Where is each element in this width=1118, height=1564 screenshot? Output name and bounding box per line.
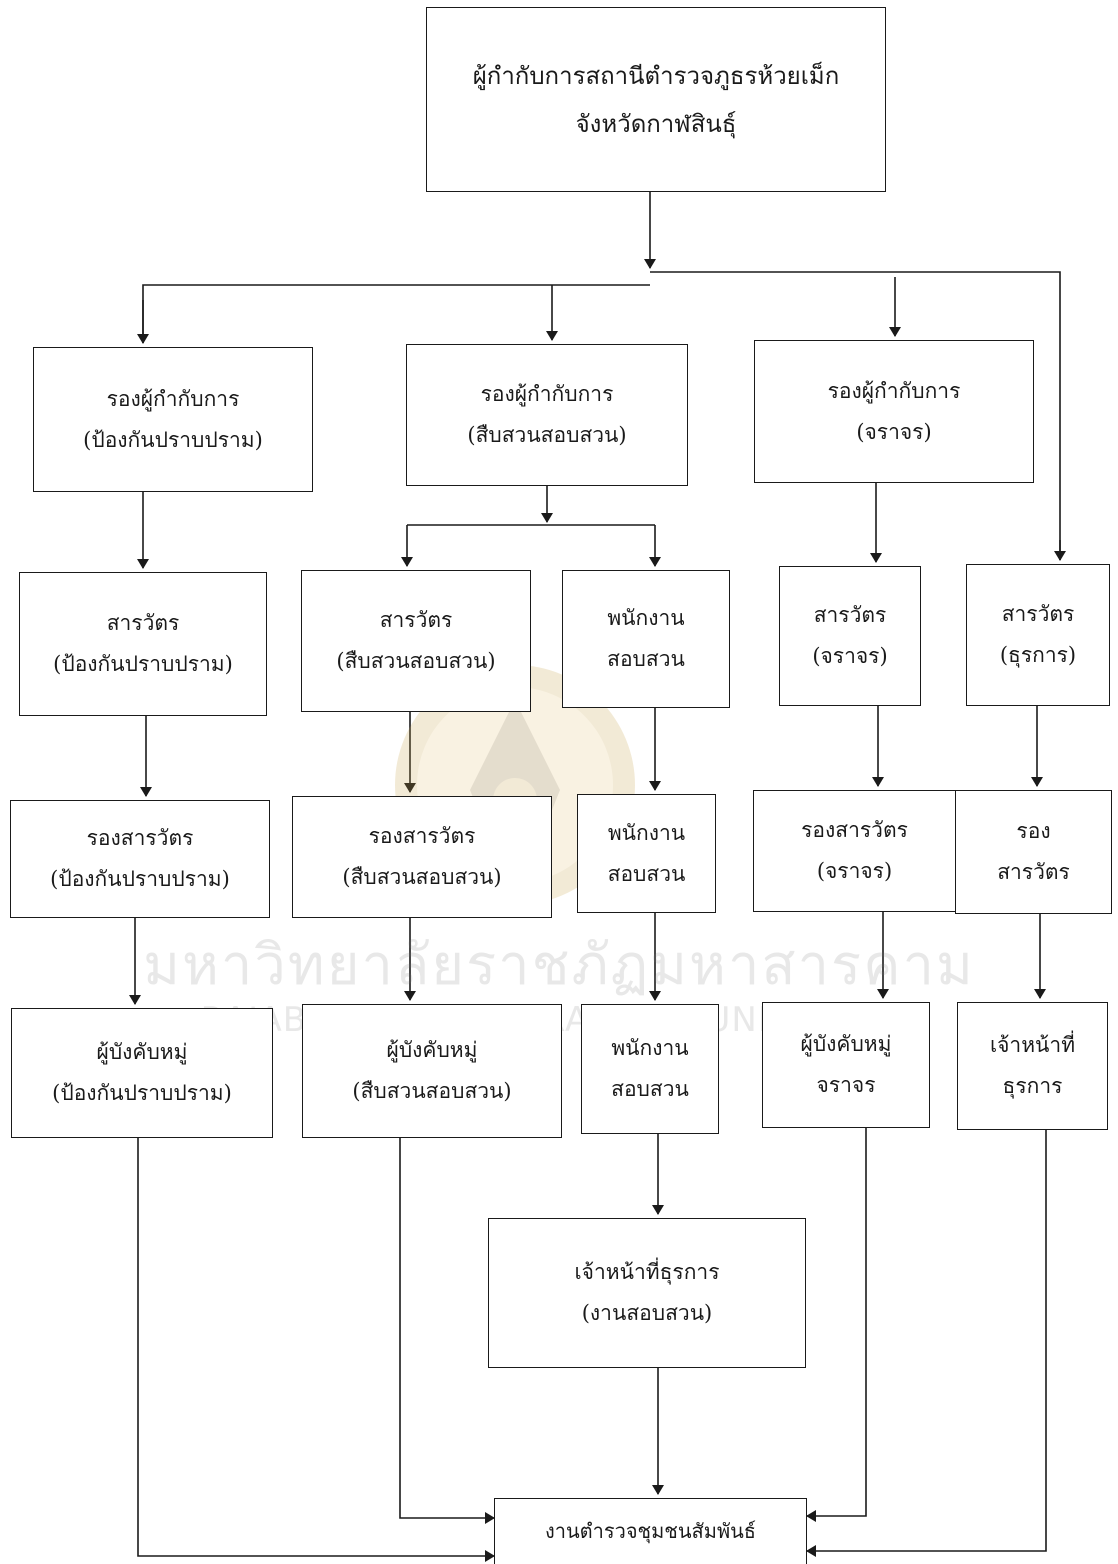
node-line: (จราจร) xyxy=(812,644,888,668)
node-deputy-inspector-traffic: รองสารวัตร (จราจร) xyxy=(753,790,956,912)
node-line: จราจร xyxy=(816,1073,876,1097)
node-admin-officer: เจ้าหน้าที่ ธุรการ xyxy=(957,1002,1108,1130)
node-squad-leader-traffic: ผู้บังคับหมู่ จราจร xyxy=(762,1002,930,1128)
node-line: (สืบสวนสอบสวน) xyxy=(342,865,502,889)
node-line: รองสารวัตร xyxy=(801,818,908,843)
node-line: รองผู้กำกับการ xyxy=(106,386,240,411)
node-squad-leader-prevention: ผู้บังคับหมู่ (ป้องกันปราบปราม) xyxy=(11,1008,273,1138)
node-line: สารวัตร xyxy=(813,603,887,628)
arrow-sq-inv-community xyxy=(399,1138,495,1524)
node-inquiry-officer-3: พนักงาน สอบสวน xyxy=(581,1004,719,1134)
node-deputy-inspector-admin: รอง สารวัตร xyxy=(955,790,1112,914)
node-line: ธุรการ xyxy=(1002,1074,1063,1098)
node-line: ผู้กำกับการสถานีตำรวจภูธรห้วยเม็ก xyxy=(472,61,840,90)
node-line: สอบสวน xyxy=(611,1077,689,1101)
node-deputy-prevention: รองผู้กำกับการ (ป้องกันปราบปราม) xyxy=(33,347,313,492)
node-line: (จราจร) xyxy=(816,859,893,883)
node-line: รอง xyxy=(1016,819,1051,844)
node-inspector-investigation: สารวัตร (สืบสวนสอบสวน) xyxy=(301,570,531,712)
node-line: (ป้องกันปราบปราม) xyxy=(50,867,230,891)
node-deputy-inspector-investigation: รองสารวัตร (สืบสวนสอบสวน) xyxy=(292,796,552,918)
node-line: (งานสอบสวน) xyxy=(581,1301,713,1325)
node-deputy-investigation: รองผู้กำกับการ (สืบสวนสอบสวน) xyxy=(406,344,688,486)
node-line: (สืบสวนสอบสวน) xyxy=(467,423,627,447)
node-line: จังหวัดกาฬสินธุ์ xyxy=(575,109,737,138)
node-inspector-prevention: สารวัตร (ป้องกันปราบปราม) xyxy=(19,572,267,716)
node-line: งานตำรวจชุมชนสัมพันธ์ xyxy=(544,1519,757,1543)
node-line: รองผู้กำกับการ xyxy=(827,378,961,403)
node-line: สารวัตร xyxy=(1001,602,1075,627)
node-line: รองผู้กำกับการ xyxy=(480,382,614,407)
bus-line xyxy=(142,284,650,343)
node-deputy-inspector-prevention: รองสารวัตร (ป้องกันปราบปราม) xyxy=(10,800,270,918)
arrow-sq-prev-community xyxy=(137,1138,495,1562)
node-line: (สืบสวนสอบสวน) xyxy=(352,1079,512,1103)
node-line: (ป้องกันปราบปราม) xyxy=(83,427,263,452)
node-inspector-traffic: สารวัตร (จราจร) xyxy=(779,566,921,706)
node-admin-officer-inquiry: เจ้าหน้าที่ธุรการ (งานสอบสวน) xyxy=(488,1218,806,1368)
node-line: (ป้องกันปราบปราม) xyxy=(53,652,233,676)
node-line: ผู้บังคับหมู่ xyxy=(96,1040,188,1065)
node-inquiry-officer-1: พนักงาน สอบสวน xyxy=(562,570,730,708)
node-line: (จราจร) xyxy=(856,419,932,444)
node-line: รองสารวัตร xyxy=(368,824,476,849)
node-line: สารวัตร xyxy=(106,611,180,636)
arrow-sq-traf-community xyxy=(806,1128,867,1522)
node-line: พนักงาน xyxy=(607,820,686,845)
node-inquiry-officer-2: พนักงาน สอบสวน xyxy=(577,794,716,913)
node-line: สารวัตร xyxy=(379,608,453,633)
node-police-chief: ผู้กำกับการสถานีตำรวจภูธรห้วยเม็ก จังหวั… xyxy=(426,7,886,192)
node-line: รองสารวัตร xyxy=(86,826,194,851)
node-line: เจ้าหน้าที่ xyxy=(989,1033,1076,1058)
node-deputy-traffic: รองผู้กำกับการ (จราจร) xyxy=(754,340,1034,483)
node-line: ผู้บังคับหมู่ xyxy=(386,1038,478,1063)
node-line: สอบสวน xyxy=(607,861,686,886)
bus-line-right xyxy=(650,271,1061,560)
node-line: สอบสวน xyxy=(607,647,685,671)
node-line: ผู้บังคับหมู่ xyxy=(800,1032,892,1057)
node-line: (สืบสวนสอบสวน) xyxy=(336,649,496,673)
arrow-off-adm-community xyxy=(806,1130,1047,1557)
node-line: (ธุรการ) xyxy=(999,643,1077,667)
node-inspector-admin: สารวัตร (ธุรการ) xyxy=(966,564,1110,706)
node-squad-leader-investigation: ผู้บังคับหมู่ (สืบสวนสอบสวน) xyxy=(302,1004,562,1138)
node-line: เจ้าหน้าที่ธุรการ xyxy=(574,1260,720,1285)
node-line: พนักงาน xyxy=(611,1036,689,1061)
node-line: สารวัตร xyxy=(997,860,1070,884)
node-line: พนักงาน xyxy=(607,606,685,631)
node-line: (ป้องกันปราบปราม) xyxy=(52,1081,232,1105)
node-community-police: งานตำรวจชุมชนสัมพันธ์ xyxy=(494,1498,807,1564)
